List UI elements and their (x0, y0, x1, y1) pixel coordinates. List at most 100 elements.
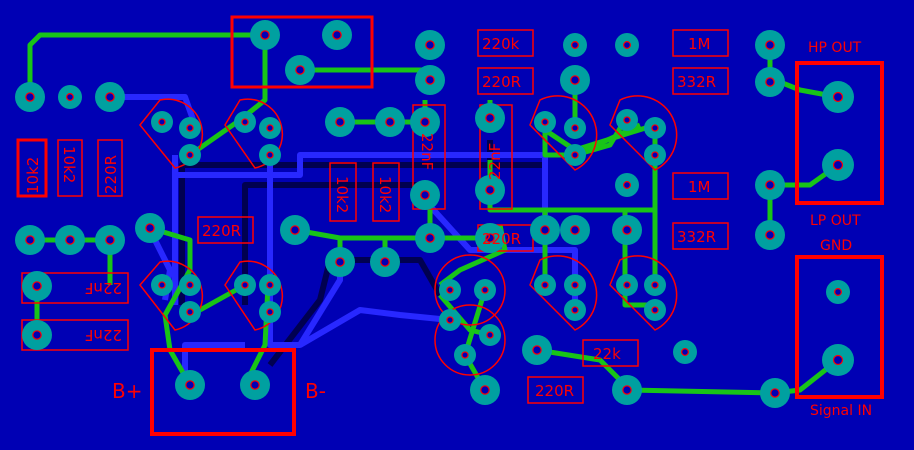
pad-hole (765, 77, 775, 87)
label-c1: 22nF (418, 133, 436, 170)
pad-hole (185, 380, 195, 390)
pad-hole (335, 257, 345, 267)
pad-hole (486, 331, 494, 339)
pad-hole (420, 190, 430, 200)
pad-hole (266, 124, 274, 132)
label-r15: 220R (535, 382, 574, 400)
label-r9: 220R (102, 155, 120, 194)
pad-hole (290, 225, 300, 235)
pad-hole (571, 151, 579, 159)
label-hp-out: HP OUT (808, 40, 862, 56)
pad-hole (295, 65, 305, 75)
label-r2: 220R (482, 73, 521, 91)
pad-hole (832, 354, 844, 366)
pad-hole (623, 116, 631, 124)
label-r10: 10k2 (333, 176, 351, 213)
pad-hole (623, 41, 631, 49)
pad-hole (651, 306, 659, 314)
label-r14: 22k (593, 345, 621, 363)
pad-hole (485, 185, 495, 195)
pad-hole (570, 75, 580, 85)
pad-hole (446, 286, 454, 294)
pad-hole (623, 181, 631, 189)
label-r4: 332R (677, 73, 716, 91)
pad-hole (425, 40, 435, 50)
label-r1: 220k (482, 35, 520, 53)
pad-hole (623, 281, 631, 289)
pad-hole (832, 91, 844, 103)
pad-hole (105, 92, 115, 102)
pad-hole (651, 124, 659, 132)
label-signal-in: Signal IN (810, 403, 872, 419)
label-c3: 22nF (85, 279, 122, 297)
pad-hole (765, 230, 775, 240)
pad-hole (335, 117, 345, 127)
pad-hole (66, 93, 74, 101)
pad-hole (266, 281, 274, 289)
pad-hole (651, 151, 659, 159)
label-r6: 332R (677, 228, 716, 246)
label-r5: 1M (688, 178, 711, 196)
pad-hole (571, 41, 579, 49)
pad-hole (241, 281, 249, 289)
label-r11: 10k2 (376, 176, 394, 213)
pad-hole (570, 225, 580, 235)
pad-hole (770, 388, 780, 398)
pad-hole (266, 151, 274, 159)
pad-hole (380, 257, 390, 267)
pad-hole (541, 281, 549, 289)
pad-hole (480, 385, 490, 395)
pad-group (15, 20, 854, 408)
pad-hole (260, 30, 270, 40)
label-c2: 22nF (486, 143, 504, 180)
pad-hole (765, 180, 775, 190)
pad-hole (186, 124, 194, 132)
pad-hole (832, 159, 844, 171)
pad-hole (765, 40, 775, 50)
pad-hole (266, 308, 274, 316)
pad-hole (158, 118, 166, 126)
label-b-plus: B+ (112, 379, 142, 403)
silkscreen-labels: 220k 220R 1M 332R 1M 332R 10k2 10k2 220R… (24, 35, 872, 419)
pad-hole (540, 225, 550, 235)
pad-hole (250, 380, 260, 390)
pad-hole (571, 306, 579, 314)
label-r7: 10k2 (24, 157, 42, 194)
pad-hole (186, 281, 194, 289)
label-r8: 10k2 (60, 146, 78, 183)
pad-hole (145, 223, 155, 233)
pad-hole (834, 288, 842, 296)
pad-hole (461, 351, 469, 359)
pad-hole (571, 281, 579, 289)
pad-hole (481, 286, 489, 294)
label-r3: 1M (688, 35, 711, 53)
label-r12: 220R (202, 222, 241, 240)
pad-hole (425, 233, 435, 243)
pad-hole (622, 385, 632, 395)
label-b-minus: B- (305, 379, 326, 403)
pad-hole (105, 235, 115, 245)
pad-hole (158, 281, 166, 289)
label-c4: 22nF (85, 326, 122, 344)
pad-hole (681, 348, 689, 356)
pad-hole (651, 281, 659, 289)
pad-hole (485, 113, 495, 123)
pad-hole (241, 118, 249, 126)
pad-hole (571, 124, 579, 132)
pad-hole (32, 281, 42, 291)
pad-hole (25, 235, 35, 245)
pad-hole (541, 118, 549, 126)
pad-hole (32, 330, 42, 340)
pad-hole (532, 345, 542, 355)
pad-hole (332, 30, 342, 40)
pad-hole (25, 92, 35, 102)
label-r13: 220R (482, 230, 521, 248)
pad-hole (446, 316, 454, 324)
pad-hole (425, 75, 435, 85)
pad-hole (385, 117, 395, 127)
transistor-outlines (139, 95, 678, 376)
pad-hole (186, 308, 194, 316)
pad-hole (65, 235, 75, 245)
pad-hole (186, 151, 194, 159)
